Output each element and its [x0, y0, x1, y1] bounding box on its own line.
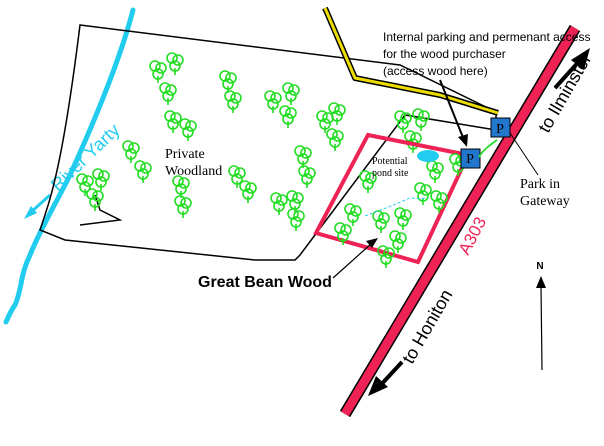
internal-parking-label-line2: for the wood purchaser	[383, 47, 506, 61]
woodland-notch	[79, 194, 123, 226]
potential-pond	[417, 150, 439, 162]
tree-icon	[239, 180, 257, 204]
park-in-gateway-label-line2: Gateway	[520, 194, 570, 209]
tree-icon	[412, 108, 430, 132]
park-in-gateway-label-line1: Park in	[520, 177, 560, 192]
potential-pond-label-line1: Potential	[372, 156, 408, 167]
tree-icon	[270, 192, 288, 216]
tree-icon	[134, 160, 152, 184]
parking-icon	[490, 117, 511, 138]
a303-road	[341, 25, 579, 417]
great-bean-wood-pointer	[332, 238, 378, 279]
tree-icon	[224, 90, 242, 114]
tree-icon	[394, 110, 412, 134]
tree-icon	[279, 105, 297, 129]
tree-icon	[92, 168, 110, 192]
tree-icon	[172, 175, 190, 199]
internal-parking-label-line3: (access wood here)	[383, 64, 488, 78]
parking-symbol-internal: P	[460, 148, 481, 169]
internal-parking-label-line1: Internal parking and permenant access	[383, 30, 590, 44]
great-bean-wood-label: Great Bean Wood	[198, 274, 332, 291]
tree-icon	[76, 173, 94, 197]
tree-icon	[122, 140, 140, 164]
tree-icon	[372, 210, 390, 234]
parking-symbol-label: P	[496, 122, 504, 137]
access-lane-fill	[323, 7, 499, 115]
tree-icon	[149, 60, 167, 84]
tree-icon	[344, 203, 362, 227]
private-woodland-label-line2: Woodland	[165, 164, 222, 179]
tree-icon	[426, 160, 444, 184]
to-honiton-label: to Honiton	[398, 286, 456, 367]
private-woodland-label-line1: Private	[165, 147, 205, 162]
tree-icon	[394, 207, 412, 231]
to-ilminster-label: to Ilminster	[534, 50, 595, 136]
tree-icon	[166, 52, 184, 76]
private-woodland-boundary	[39, 24, 497, 261]
tree-icon	[414, 182, 432, 206]
tree-icon	[219, 70, 237, 94]
tree-icon	[282, 82, 300, 106]
tree-icon	[86, 188, 104, 212]
access-track	[478, 139, 498, 158]
internal-parking-pointer	[439, 79, 468, 147]
tree-icon	[264, 90, 282, 114]
tree-icon	[298, 165, 316, 189]
great-bean-wood-boundary	[313, 132, 471, 265]
north-label: N	[536, 261, 543, 272]
river-flow-arrow-icon	[24, 193, 52, 219]
parking-symbol-label: P	[466, 152, 474, 167]
tree-icon	[294, 145, 312, 169]
tree-icon	[179, 118, 197, 142]
parking-icon	[460, 148, 481, 169]
to-honiton-arrow-icon	[368, 360, 404, 396]
tree-icon	[287, 208, 305, 232]
tree-icon	[174, 195, 192, 219]
tree-icon	[164, 110, 182, 134]
to-ilminster-arrow-icon	[553, 48, 590, 90]
river-yarty	[3, 7, 136, 325]
park-in-gateway-pointer	[509, 132, 539, 176]
potential-pond-label-line2: pond site	[372, 168, 409, 179]
tree-icon	[228, 165, 246, 189]
parking-symbol-gateway: P	[490, 117, 511, 138]
tree-icon	[326, 128, 344, 152]
tree-icon	[159, 82, 177, 106]
north-arrow-icon	[536, 276, 546, 371]
